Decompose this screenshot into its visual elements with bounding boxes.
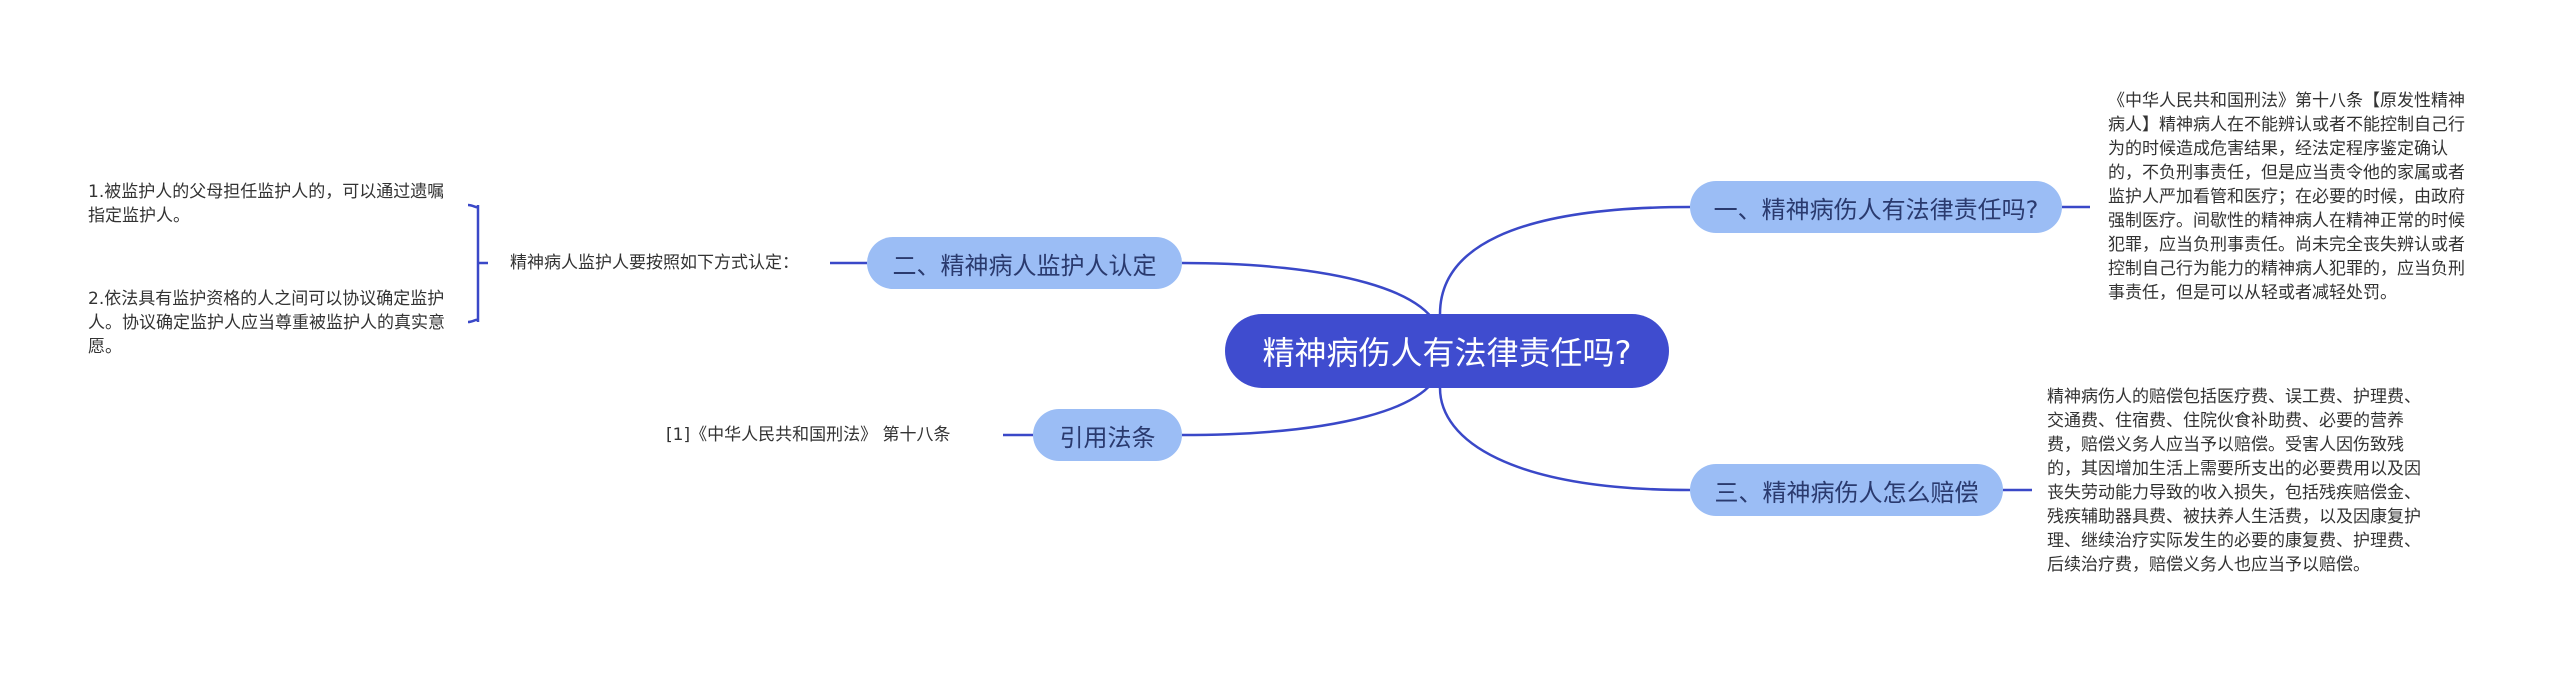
guardian-item-2: 2.依法具有监护资格的人之间可以协议确定监护人。协议确定监护人应当尊重被监护人的… [88,289,445,357]
guardian-sub-label: 精神病人监护人要按照如下方式认定： [510,253,799,273]
branch-label: 一、精神病伤人有法律责任吗? [1713,195,2039,224]
branch-node-compensation[interactable]: 三、精神病伤人怎么赔偿 [1690,464,2003,516]
edge-root-b3 [1438,387,1691,492]
legal-responsibility-detail: 《中华人民共和国刑法》第十八条【原发性精神病人】精神病人在不能辨认或者不能控制自… [2108,91,2465,303]
guardian-item-1: 1.被监护人的父母担任监护人的，可以通过遗嘱指定监护人。 [88,182,445,226]
compensation-detail: 精神病伤人的赔偿包括医疗费、误工费、护理费、交通费、住宿费、住院伙食补助费、必要… [2047,387,2421,575]
branch-node-cited-law[interactable]: 引用法条 [1033,409,1182,461]
branch-node-guardian-identification[interactable]: 二、精神病人监护人认定 [867,237,1182,289]
root-node[interactable]: 精神病伤人有法律责任吗? [1225,314,1669,388]
cited-law-detail: [1]《中华人民共和国刑法》 第十八条 [666,425,951,445]
branch-label: 引用法条 [1059,423,1156,452]
edge-sub-bracket [467,203,488,324]
branch-label: 二、精神病人监护人认定 [892,251,1157,280]
branch-label: 三、精神病伤人怎么赔偿 [1714,478,1979,507]
edge-root-b1 [1438,205,1691,315]
root-label: 精神病伤人有法律责任吗? [1262,334,1632,372]
branch-node-legal-responsibility[interactable]: 一、精神病伤人有法律责任吗? [1690,181,2062,233]
